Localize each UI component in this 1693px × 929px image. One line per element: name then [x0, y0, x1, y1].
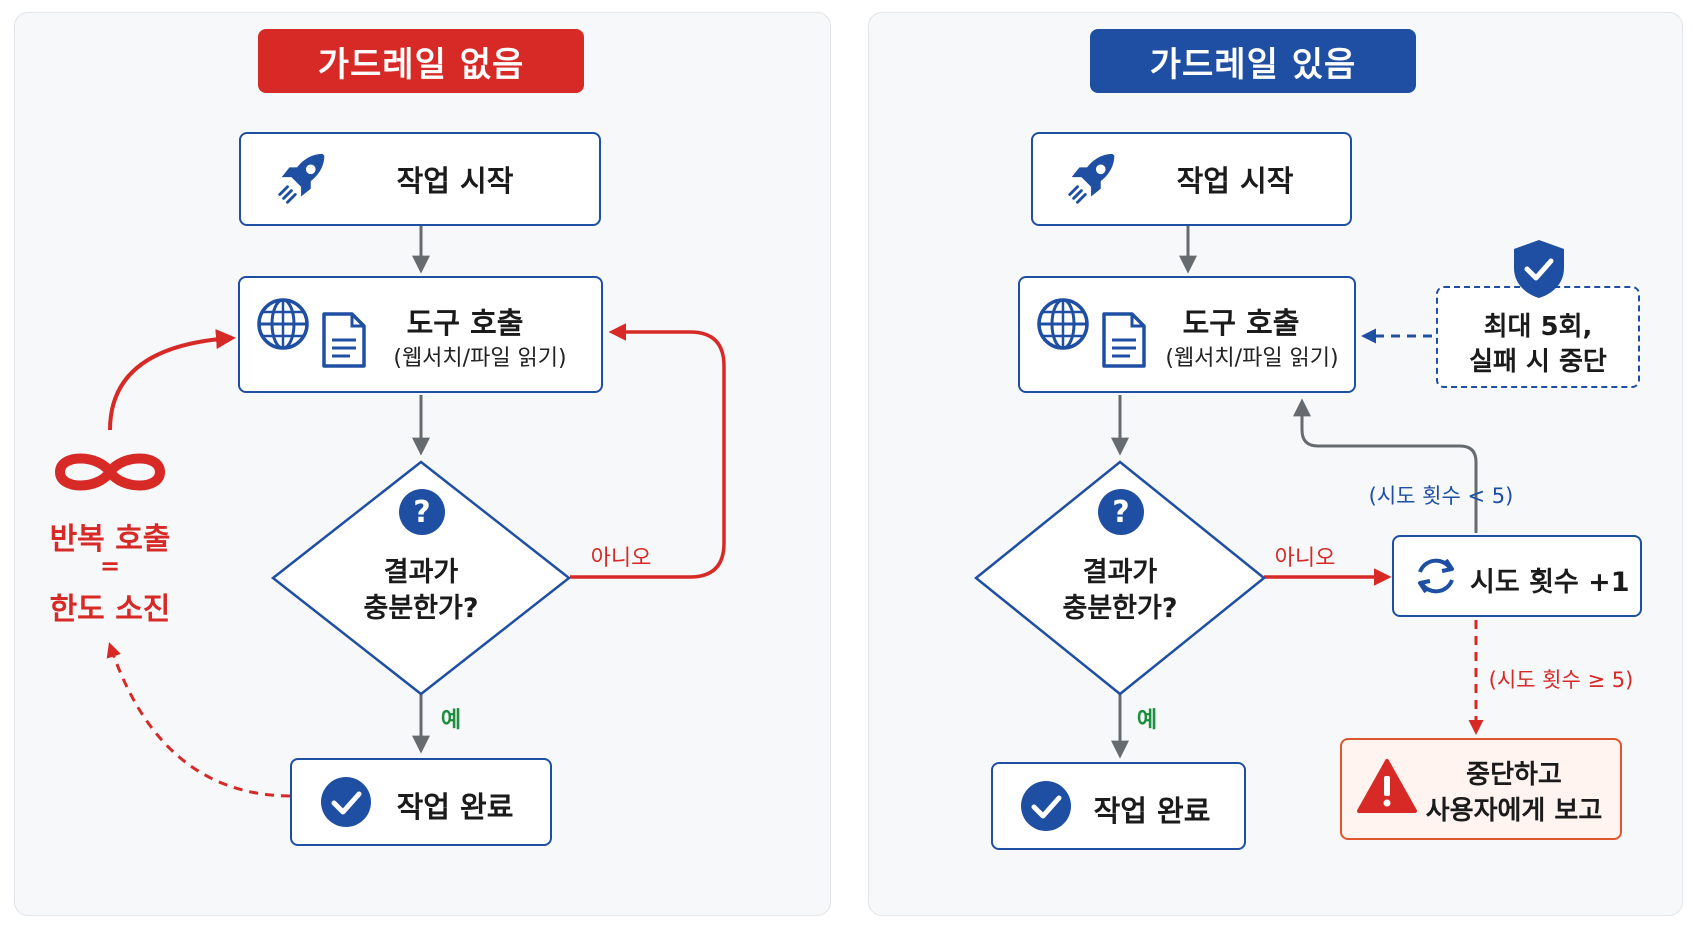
retry-condition-label: (시도 횟수 < 5)	[1368, 484, 1514, 508]
title-no-guardrail: 가드레일 없음	[258, 29, 584, 93]
stop-line2: 사용자에게 보고	[1425, 796, 1603, 826]
arrow-retry-to-tool	[1293, 398, 1478, 533]
counter-label: 시도 횟수 +1	[1470, 567, 1630, 598]
guard-line1: 최대 5회,	[1483, 312, 1593, 342]
rocket-icon	[1068, 153, 1115, 204]
tool-sub-label: (웹서치/파일 읽기)	[393, 346, 567, 371]
check-circle-icon	[1021, 781, 1071, 831]
infinite-line3: 한도 소진	[49, 592, 171, 627]
yes-label: 예	[1136, 708, 1158, 733]
tool-sub-label: (웹서치/파일 읽기)	[1165, 346, 1339, 371]
decision-line2: 충분한가?	[1062, 593, 1178, 624]
document-icon	[322, 312, 366, 368]
decision-line1: 결과가	[1082, 557, 1158, 588]
rocket-icon	[278, 153, 325, 204]
guard-box	[1436, 286, 1640, 388]
yes-label: 예	[440, 708, 462, 733]
infinite-line2: =	[99, 552, 121, 580]
refresh-icon	[1418, 558, 1454, 594]
check-circle-icon	[321, 777, 371, 827]
svg-text:?: ?	[1112, 495, 1129, 530]
stop-line1: 중단하고	[1466, 760, 1562, 790]
done-label: 작업 완료	[396, 790, 514, 824]
infinite-line1: 반복 호출	[49, 522, 171, 557]
done-label: 작업 완료	[1093, 794, 1211, 828]
globe-icon	[1037, 298, 1089, 350]
arrow-infinite-to-tool	[108, 329, 236, 431]
no-label: 아니오	[1274, 546, 1336, 571]
arrow-done-to-infinite	[106, 642, 291, 798]
start-label: 작업 시작	[1176, 164, 1294, 198]
question-icon: ?	[399, 489, 445, 535]
title-with-guardrail: 가드레일 있음	[1090, 29, 1416, 93]
tool-box	[238, 276, 603, 393]
start-label: 작업 시작	[396, 164, 514, 198]
globe-icon	[257, 298, 309, 350]
decision-diamond	[270, 460, 572, 696]
no-label: 아니오	[590, 546, 652, 571]
decision-diamond	[974, 460, 1266, 696]
tool-label: 도구 호출	[406, 306, 524, 340]
warning-icon	[1357, 759, 1417, 813]
document-icon	[1102, 312, 1146, 368]
tool-label: 도구 호출	[1182, 306, 1300, 340]
guard-line2: 실패 시 중단	[1469, 347, 1607, 377]
decision-line1: 결과가	[383, 557, 459, 588]
shield-check-icon	[1514, 240, 1564, 298]
counter-box	[1392, 535, 1642, 617]
infinity-icon	[54, 453, 166, 491]
arrow-no-loop	[570, 323, 726, 579]
svg-text:?: ?	[413, 495, 430, 530]
question-icon: ?	[1098, 489, 1144, 535]
decision-line2: 충분한가?	[363, 593, 479, 624]
stop-condition-label: (시도 횟수 ≥ 5)	[1488, 668, 1634, 692]
